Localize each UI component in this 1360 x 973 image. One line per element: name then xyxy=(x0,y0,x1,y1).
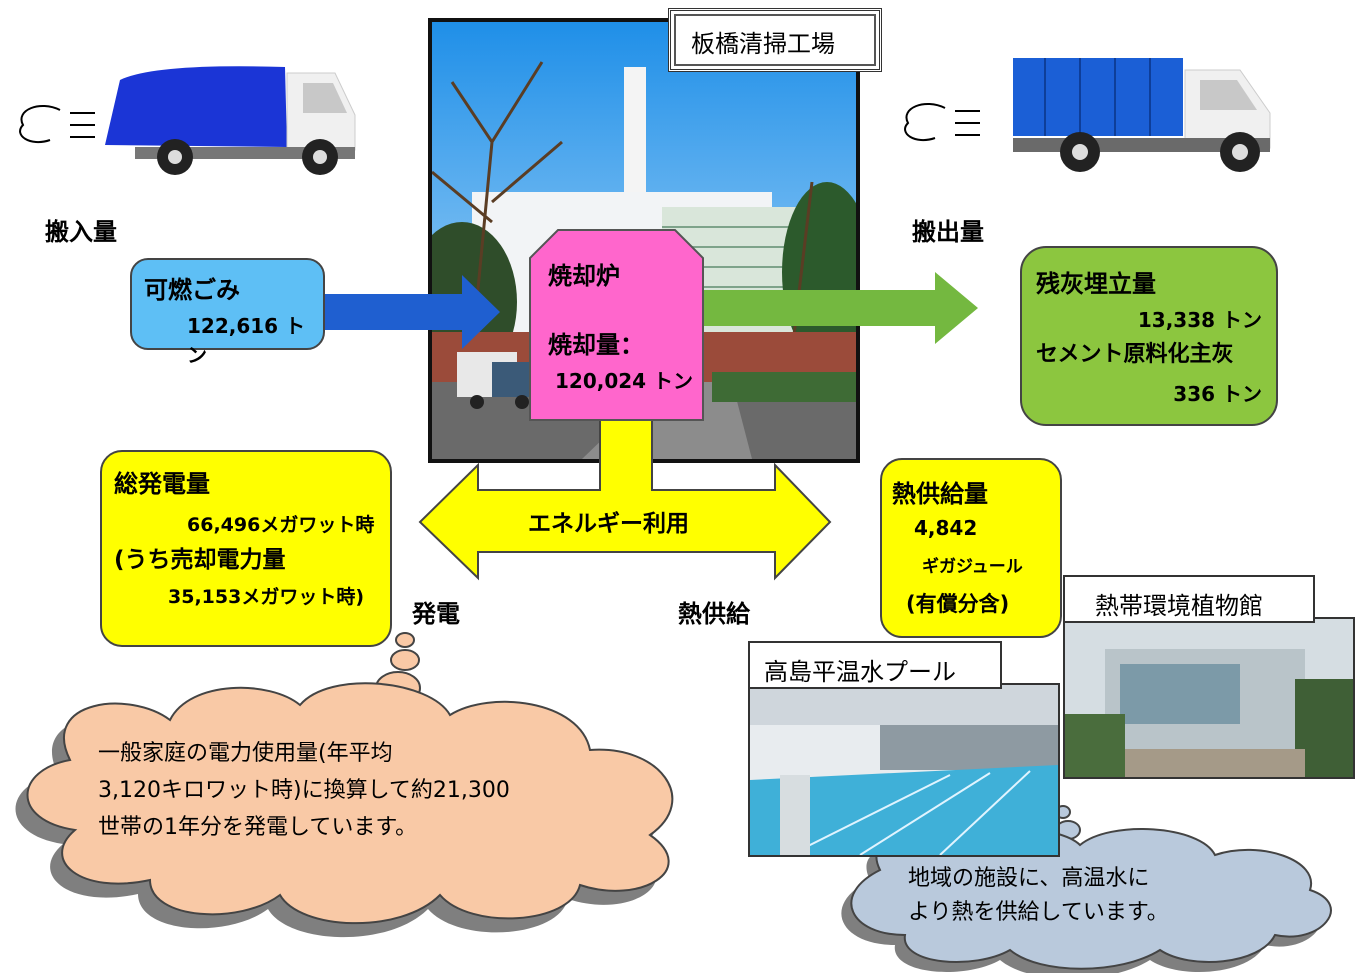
intake-arrow xyxy=(325,275,500,349)
incoming-heading: 搬入量 xyxy=(45,218,117,246)
outflow-arrow xyxy=(700,272,978,344)
ash-title: 残灰埋立量 xyxy=(1036,270,1156,298)
heat-note: (有償分含) xyxy=(906,592,1010,616)
incoming-amount: 122,616 トン xyxy=(187,314,306,367)
incoming-box-title: 可燃ごみ xyxy=(144,276,240,304)
ash-amount: 13,338 トン xyxy=(1137,308,1262,332)
collection-truck-icon xyxy=(19,66,356,175)
energy-label: エネルギー利用 xyxy=(528,511,689,537)
cloud-heat-line1: 地域の施設に、高温水に xyxy=(908,866,1150,891)
pool-name: 高島平温水プール xyxy=(764,658,956,686)
pool-sign: 高島平温水プール xyxy=(748,641,1002,689)
incoming-box: 可燃ごみ 122,616 トン xyxy=(130,258,325,367)
power-title: 総発電量 xyxy=(114,470,210,498)
energy-heat-label: 熱供給 xyxy=(678,600,750,628)
furnace-label: 焼却量： xyxy=(548,331,644,359)
bubble-mid-power xyxy=(390,649,420,671)
botanical-sign: 熱帯環境植物館 xyxy=(1063,575,1315,623)
heat-box: 熱供給量 4,842 ギガジュール (有償分含) xyxy=(880,458,1062,638)
cloud-power-line2: 3,120キロワット時)に換算して約21,300 xyxy=(98,778,510,803)
cloud-power-text: 一般家庭の電力使用量(年平均 3,120キロワット時)に換算して約21,300 … xyxy=(98,735,618,846)
outgoing-box: 残灰埋立量 13,338 トン セメント原料化主灰 336 トン xyxy=(1020,246,1278,426)
cement-amount: 336 トン xyxy=(1173,382,1262,406)
cloud-power-line1: 一般家庭の電力使用量(年平均 xyxy=(98,741,393,766)
furnace-shape xyxy=(529,229,704,421)
botanical-name: 熱帯環境植物館 xyxy=(1095,592,1263,620)
heat-amount: 4,842 xyxy=(914,516,978,540)
energy-arrow xyxy=(418,417,832,581)
power-sold-amount: 35,153メガワット時) xyxy=(168,586,365,608)
ash-truck-icon xyxy=(904,58,1271,172)
bubble-small-power xyxy=(395,632,415,648)
power-box: 総発電量 66,496メガワット時 (うち売却電力量 35,153メガワット時) xyxy=(100,450,392,647)
cloud-heat-text: 地域の施設に、高温水に より熱を供給しています。 xyxy=(908,862,1268,930)
cloud-heat-line2: より熱を供給しています。 xyxy=(908,900,1169,925)
power-amount: 66,496メガワット時 xyxy=(187,514,375,536)
cement-title: セメント原料化主灰 xyxy=(1036,342,1234,367)
pool-photo xyxy=(748,683,1060,857)
cloud-power-line3: 世帯の1年分を発電しています。 xyxy=(98,815,418,840)
furnace-title: 焼却炉 xyxy=(548,262,620,290)
botanical-photo xyxy=(1063,617,1355,779)
heat-title: 熱供給量 xyxy=(892,480,988,508)
facility-name: 板橋清掃工場 xyxy=(691,30,835,58)
heat-unit: ギガジュール xyxy=(922,557,1023,577)
energy-power-label: 発電 xyxy=(412,600,460,628)
outgoing-heading: 搬出量 xyxy=(912,218,984,246)
facility-name-sign: 板橋清掃工場 xyxy=(668,8,882,72)
power-sold-label: (うち売却電力量 xyxy=(114,547,286,573)
cloud-power xyxy=(26,682,674,925)
furnace-amount: 120,024 トン xyxy=(555,369,694,393)
